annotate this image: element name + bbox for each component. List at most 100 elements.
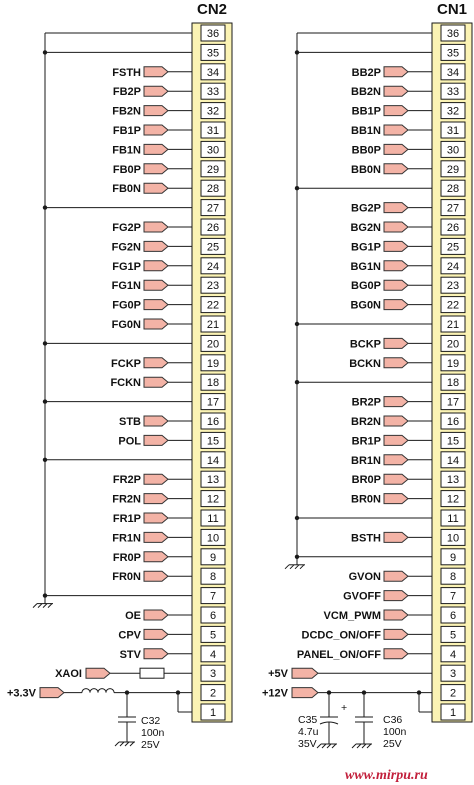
cn1-label-25: BG1P	[351, 241, 381, 253]
cn1-arrow-31	[383, 124, 409, 136]
cn1-pin-36-num: 36	[447, 28, 459, 40]
cn1-pin-21-num: 21	[447, 319, 459, 331]
connectors: CN23635343332313029282726252423222120191…	[191, 1, 473, 723]
cn1-pin-30-box	[440, 140, 466, 158]
cn2-arrow-8	[143, 570, 169, 582]
cn1-pin-19-box	[440, 354, 466, 372]
cn1-pin-14-box	[440, 451, 466, 469]
cn2-label-12: FR2N	[112, 494, 141, 506]
ground-icon	[351, 743, 372, 749]
cn2-pin-12-num: 12	[207, 494, 219, 506]
cn2-label-32: FB2N	[112, 106, 141, 118]
ground-hatch	[294, 564, 300, 570]
cn2-pin-36-box	[200, 24, 226, 42]
cn2-label-18: FCKN	[110, 377, 141, 389]
cn2-label-31: FB1P	[113, 125, 141, 137]
cn2-pin-14-num: 14	[207, 455, 219, 467]
cn1-pin-31-num: 31	[447, 125, 459, 137]
cn1-pin-29-num: 29	[447, 164, 459, 176]
cn1-arrow-14	[383, 454, 409, 466]
ground-hatch	[331, 743, 337, 749]
cn1-arrow-30	[383, 143, 409, 155]
cn1-arrow-24	[383, 260, 409, 272]
junction-dot	[294, 321, 300, 327]
cn1-arrow-33	[383, 85, 409, 97]
v5-arrow	[291, 667, 319, 679]
cn1-arrow-8	[383, 570, 409, 582]
ground-hatch	[361, 743, 367, 749]
cn1-label-26: BG2N	[350, 222, 381, 234]
cn2-pin-10-box	[200, 528, 226, 546]
cn2-label-23: FG1N	[112, 280, 141, 292]
cn2-arrow-4	[143, 648, 169, 660]
cn1-arrow-22	[383, 299, 409, 311]
cn1-pin-14-num: 14	[447, 455, 459, 467]
cn2-label-8: FR0N	[112, 571, 141, 583]
cn1-pin-3-box	[440, 664, 466, 682]
v12-label: +12V	[262, 688, 289, 700]
v12-arrow	[291, 687, 319, 699]
cn2-pin-25-box	[200, 237, 226, 255]
cn1-arrow-19	[383, 357, 409, 369]
cn2-pin-26-num: 26	[207, 222, 219, 234]
ground-hatch	[42, 603, 48, 608]
ground-icon	[114, 741, 135, 747]
cn2-pin-18-num: 18	[207, 377, 219, 389]
c36-name: C36	[383, 714, 402, 726]
cn1-pin-9-num: 9	[450, 552, 456, 564]
cn2-pin-2-box	[200, 684, 226, 702]
cn2-pin-17-box	[200, 393, 226, 411]
cn2-title: CN2	[197, 1, 227, 18]
xaoi-arrow	[85, 667, 111, 679]
cn2-pin-26-box	[200, 218, 226, 236]
ground-hatch	[47, 603, 53, 608]
cn2-pin-16-num: 16	[207, 416, 219, 428]
junction-dot	[42, 205, 48, 210]
cn2-arrow-6	[143, 609, 169, 621]
cn2-pin-6-box	[200, 606, 226, 624]
c36-voltage: 25V	[383, 738, 402, 750]
junction-dot	[294, 186, 300, 191]
cn2-pin-13-num: 13	[207, 474, 219, 486]
cn2-pin-1-num: 1	[210, 707, 216, 719]
cn1-arrow-5	[383, 628, 409, 640]
cn1-label-17: BR2P	[352, 397, 381, 409]
cn1-pin-12-num: 12	[447, 494, 459, 506]
cn1-label-5: DCDC_ON/OFF	[302, 629, 382, 641]
cn1-pin-10-box	[440, 528, 466, 546]
junction-dot	[175, 690, 181, 695]
cn2-pin-4-box	[200, 645, 226, 663]
junction-dot	[42, 593, 48, 598]
cn2-pin-30-box	[200, 140, 226, 158]
cn2-pin-23-num: 23	[207, 280, 219, 292]
cn1-pin-18-box	[440, 373, 466, 391]
cn1-pin-2-box	[440, 684, 466, 702]
cn2-pin-7-box	[200, 587, 226, 605]
c35-voltage: 35V	[298, 738, 317, 750]
c32-voltage: 25V	[141, 739, 160, 751]
ground-hatch	[316, 743, 322, 749]
cn2-pin-20-box	[200, 334, 226, 352]
cn2-pin-7-num: 7	[210, 591, 216, 603]
cn1-pin-32-box	[440, 102, 466, 120]
cn2-pin-15-num: 15	[207, 435, 219, 447]
ground-hatch	[129, 741, 135, 747]
cn1-label-4: PANEL_ON/OFF	[297, 649, 381, 661]
cn1-label-34: BB2P	[352, 67, 381, 79]
cn2-pin-2-num: 2	[210, 688, 216, 700]
cn1-pin-30-num: 30	[447, 144, 459, 156]
junction-dot	[42, 399, 48, 404]
cn1-label-30: BB0P	[352, 144, 381, 156]
ground-hatch	[366, 743, 372, 749]
cn2-label-19: FCKP	[111, 358, 141, 370]
cn1-arrow-13	[383, 473, 409, 485]
cn1-pin-5-box	[440, 625, 466, 643]
cn2-pin-5-box	[200, 625, 226, 643]
cn1-pin-35-box	[440, 43, 466, 61]
cn2-pin-22-num: 22	[207, 300, 219, 312]
cn2-pin-25-num: 25	[207, 241, 219, 253]
cn1-pin-29-box	[440, 160, 466, 178]
cn2-pin-21-num: 21	[207, 319, 219, 331]
cn2-pin-34-box	[200, 63, 226, 81]
junction-dot	[42, 457, 48, 462]
